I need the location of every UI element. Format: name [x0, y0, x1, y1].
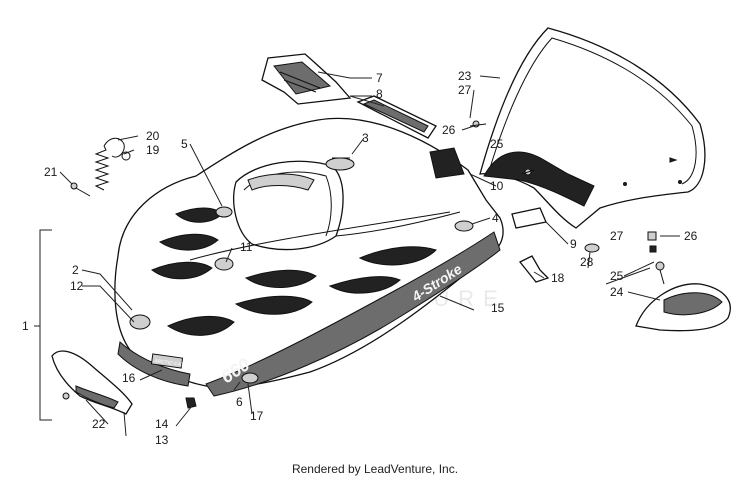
- callout-27: 27: [458, 83, 472, 97]
- footer-credit: Rendered by LeadVenture, Inc.: [291, 462, 459, 476]
- callout-25-right: 25: [610, 269, 624, 283]
- callout-28: 28: [580, 255, 594, 269]
- callout-5: 5: [181, 137, 188, 151]
- part-22-lower-trim: [51, 350, 133, 415]
- part-23-windshield: [479, 27, 706, 229]
- callout-9: 9: [570, 237, 577, 251]
- callout-2: 2: [72, 263, 79, 277]
- callout-19: 19: [146, 143, 160, 157]
- callout-21: 21: [44, 165, 58, 179]
- callout-4: 4: [492, 211, 499, 225]
- callout-13: 13: [155, 433, 169, 447]
- callout-26-right: 26: [684, 229, 698, 243]
- callout-25: 25: [490, 137, 504, 151]
- callout-26: 26: [442, 123, 456, 137]
- callout-1: 1: [22, 319, 29, 333]
- callout-23: 23: [458, 69, 472, 83]
- part-7-top-decal: [261, 53, 352, 105]
- part-8-vent-strip: [356, 95, 437, 139]
- callout-27-right: 27: [610, 229, 624, 243]
- callout-12: 12: [70, 279, 84, 293]
- callout-15: 15: [491, 301, 505, 315]
- callout-7: 7: [376, 71, 383, 85]
- part-18-clip: [518, 255, 550, 283]
- callout-18: 18: [551, 271, 565, 285]
- leader-lines: [59, 71, 680, 437]
- callout-3: 3: [362, 131, 369, 145]
- part-10-decal: [429, 147, 465, 179]
- part-24-deflector: [635, 283, 731, 332]
- callout-16: 16: [122, 371, 136, 385]
- callout-22: 22: [92, 417, 106, 431]
- callout-17: 17: [250, 409, 264, 423]
- fastener-stack: [647, 231, 665, 285]
- callouts: 1 2 3 4 5 6 7 8 9 10 11 12 13 14 15 16 1…: [22, 69, 698, 447]
- group-1-bracket: [34, 229, 52, 421]
- part-21-screw: [70, 182, 91, 197]
- callout-24: 24: [610, 285, 624, 299]
- part-19-20-spring: [94, 137, 131, 191]
- part-14-screw: [185, 397, 197, 409]
- callout-14: 14: [155, 417, 169, 431]
- windshield-fasteners-top: [469, 120, 535, 176]
- part-28-grommet: [584, 243, 600, 253]
- callout-11: 11: [240, 240, 253, 254]
- callout-6: 6: [236, 395, 243, 409]
- part-9-sticker: [511, 207, 547, 229]
- decal-brand-badge: ARCTIC CAT: [152, 358, 185, 368]
- callout-10: 10: [490, 179, 504, 193]
- callout-8: 8: [376, 87, 383, 101]
- callout-20: 20: [146, 129, 160, 143]
